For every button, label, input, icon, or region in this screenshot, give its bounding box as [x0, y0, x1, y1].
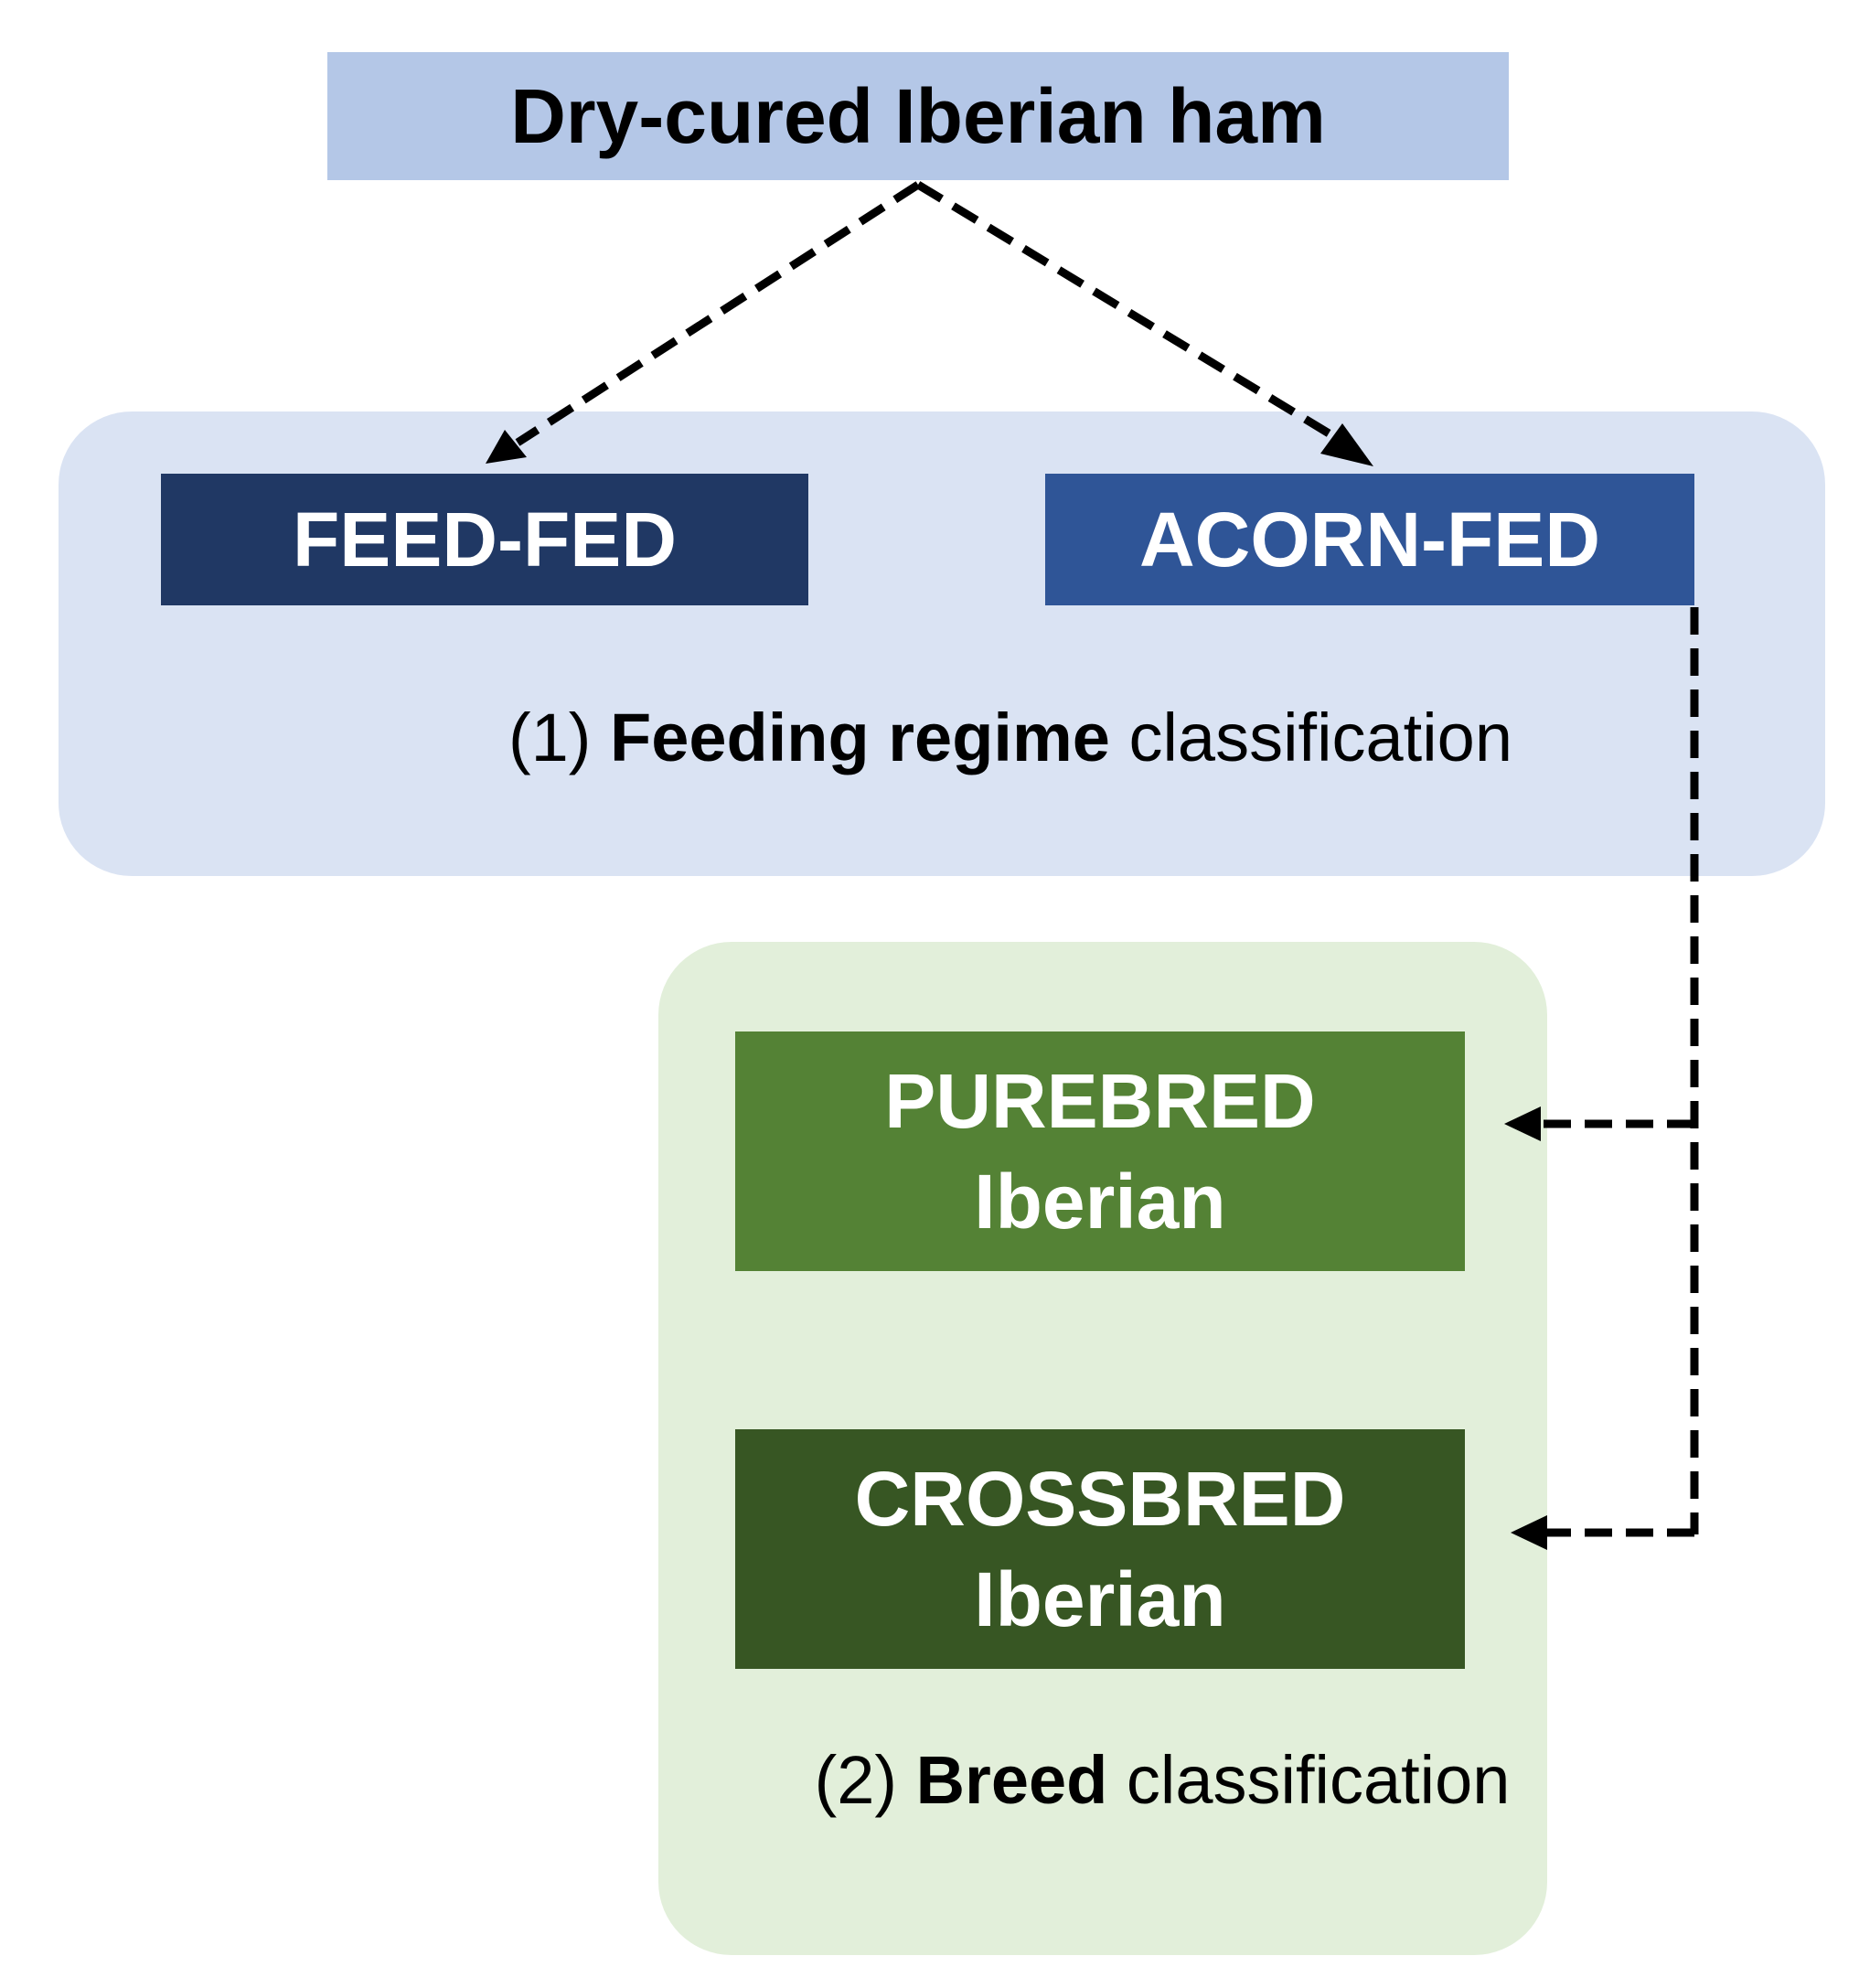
feeding-regime-caption: (1) Feeding regime classification — [59, 697, 1825, 779]
feeding-caption-keyword: Feeding regime — [610, 700, 1110, 775]
breed-caption-suffix: classification — [1126, 1742, 1511, 1818]
arrow-root-to-feed-fed — [515, 181, 921, 446]
acorn-fed-node: ACORN-FED — [1045, 474, 1694, 605]
purebred-label-line1: PUREBRED — [884, 1058, 1316, 1144]
feeding-caption-prefix: (1) — [508, 700, 592, 775]
feed-fed-node: FEED-FED — [161, 474, 808, 605]
acorn-fed-label: ACORN-FED — [1139, 496, 1600, 583]
root-node-label: Dry-cured Iberian ham — [510, 72, 1326, 159]
breed-caption-prefix: (2) — [814, 1742, 898, 1818]
breed-caption: (2) Breed classification — [658, 1739, 1547, 1822]
arrow-root-to-acorn-fed — [915, 181, 1338, 441]
crossbred-iberian-node: CROSSBRED Iberian — [735, 1429, 1465, 1669]
purebred-label-line2: Iberian — [974, 1159, 1226, 1245]
purebred-iberian-node: PUREBRED Iberian — [735, 1031, 1465, 1271]
feed-fed-label: FEED-FED — [293, 496, 677, 583]
crossbred-label-line2: Iberian — [974, 1556, 1226, 1642]
root-node-dry-cured-iberian-ham: Dry-cured Iberian ham — [327, 52, 1509, 180]
crossbred-label-line1: CROSSBRED — [854, 1456, 1346, 1542]
feeding-caption-suffix: classification — [1128, 700, 1512, 775]
breed-caption-keyword: Breed — [915, 1742, 1108, 1818]
